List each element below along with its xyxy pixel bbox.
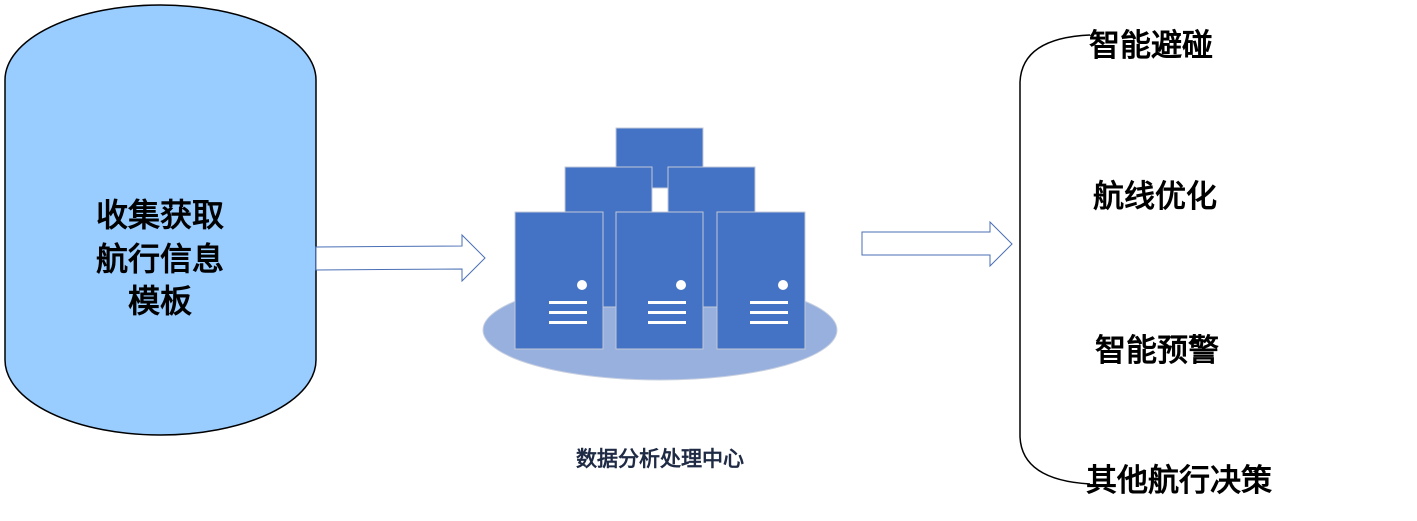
arrow-right-icon (861, 220, 1013, 268)
output-collision-avoidance: 智能避碰 (1089, 28, 1213, 64)
bracket (1019, 34, 1091, 485)
server-icon (514, 211, 604, 350)
server-icon (615, 211, 704, 350)
output-other-decisions: 其他航行决策 (1086, 463, 1272, 499)
server-cluster-icon (482, 127, 838, 381)
output-route-optimization: 航线优化 (1093, 179, 1217, 215)
center-label: 数据分析处理中心 (576, 447, 744, 471)
data-source-cylinder: 收集获取 航行信息 模板 (4, 4, 317, 436)
source-line-2: 航行信息 (96, 240, 224, 278)
arrow-right-icon (315, 233, 486, 283)
server-icon (716, 211, 806, 350)
output-early-warning: 智能预警 (1095, 333, 1219, 369)
source-line-1: 收集获取 (96, 196, 224, 234)
source-line-3: 模板 (128, 282, 192, 320)
